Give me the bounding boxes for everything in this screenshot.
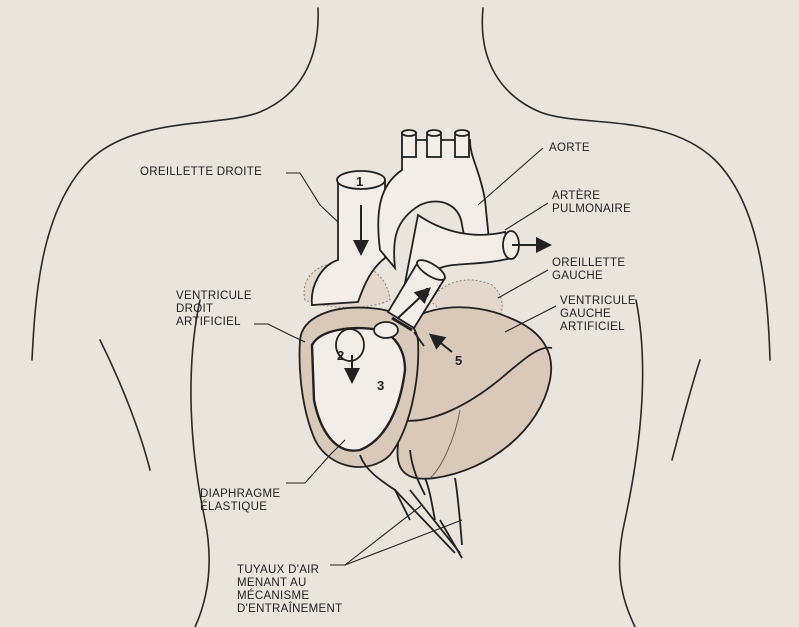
label-tuyaux-air: TUYAUX D'AIR MENANT AU MÉCANISME D'ENTRA… [237, 564, 342, 616]
number-5: 5 [455, 353, 462, 368]
number-4: 4 [422, 285, 430, 300]
label-artere-pulmonaire: ARTÈRE PULMONAIRE [552, 190, 631, 216]
number-3: 3 [377, 378, 384, 393]
number-1: 1 [356, 174, 363, 189]
left-artificial-ventricle [397, 307, 552, 479]
label-diaphragme-elastique: DIAPHRAGME ÉLASTIQUE [200, 488, 280, 514]
label-ventricule-droit-artificiel: VENTRICULE DROIT ARTIFICIEL [176, 290, 252, 329]
label-ventricule-gauche-artificiel: VENTRICULE GAUCHE ARTIFICIEL [560, 295, 636, 334]
label-aorte: AORTE [549, 142, 590, 155]
number-2: 2 [337, 348, 344, 363]
label-oreillette-droite: OREILLETTE DROITE [140, 166, 262, 179]
label-oreillette-gauche: OREILLETTE GAUCHE [552, 257, 625, 283]
